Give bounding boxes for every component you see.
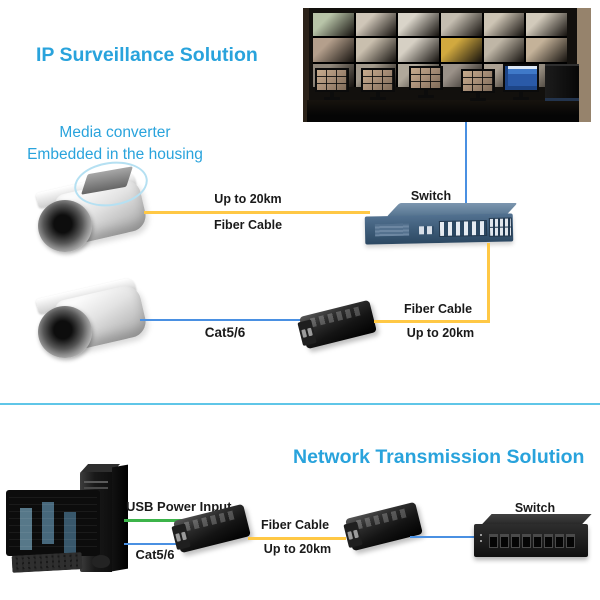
rj45-ports bbox=[488, 217, 513, 237]
media-converter-caption: Media converter Embedded in the housing bbox=[15, 122, 215, 166]
wall-screen-cell bbox=[313, 13, 354, 37]
wall-screen-cell bbox=[483, 13, 525, 37]
fiber-line-converter-switch-v bbox=[487, 243, 490, 323]
rack-switch-front bbox=[364, 213, 514, 245]
switch-label-bottom: Switch bbox=[514, 501, 556, 515]
label-up-to-20km-1: Up to 20km bbox=[214, 192, 282, 206]
section-divider bbox=[0, 403, 600, 405]
caption-line-2: Embedded in the housing bbox=[27, 146, 203, 163]
server-cabinet bbox=[545, 64, 579, 101]
video-wall-photo bbox=[303, 8, 591, 122]
camera-lens bbox=[38, 200, 92, 252]
label-up-to-20km-2: Up to 20km bbox=[406, 326, 475, 340]
pc-tower-side bbox=[112, 464, 128, 572]
desk-monitor bbox=[361, 68, 395, 100]
wall-screen-cell bbox=[526, 13, 567, 37]
caption-line-1: Media converter bbox=[59, 124, 171, 141]
network-transmission-title: Network Transmission Solution bbox=[293, 446, 585, 468]
converter-fiber-port bbox=[343, 521, 363, 549]
label-cat5-1: Cat5/6 bbox=[204, 325, 246, 340]
label-cat5-2: Cat5/6 bbox=[135, 547, 175, 562]
rj45-port bbox=[489, 533, 498, 548]
label-fiber-cable-2: Fiber Cable bbox=[403, 302, 473, 316]
wall-screen-cell bbox=[526, 38, 567, 62]
wall-screen-cell bbox=[441, 13, 482, 37]
fiber-line-camera-switch bbox=[144, 211, 370, 214]
pc-monitor-screen bbox=[9, 493, 97, 553]
rj45-port bbox=[533, 533, 542, 548]
rack-switch bbox=[363, 202, 518, 248]
control-desk bbox=[307, 100, 579, 122]
bullet-camera-2 bbox=[35, 276, 152, 366]
rj45-port bbox=[511, 533, 520, 548]
sfp-ports bbox=[438, 219, 488, 237]
label-fiber-cable-3: Fiber Cable bbox=[260, 518, 330, 532]
converter-body bbox=[343, 501, 423, 552]
rj45-port bbox=[522, 533, 531, 548]
media-converter-b bbox=[340, 498, 428, 568]
rj45-port bbox=[555, 533, 564, 548]
cat5-line-converter-switch bbox=[410, 536, 474, 538]
wall-to-switch-cable bbox=[465, 122, 467, 209]
converter-fiber-port bbox=[297, 319, 317, 347]
wall-screen-cell bbox=[355, 38, 397, 62]
fiber-line-converters bbox=[248, 537, 346, 540]
wall-screen-cell bbox=[441, 38, 482, 62]
label-usb-power: USB Power Input bbox=[126, 499, 232, 514]
pc-monitor bbox=[6, 490, 100, 556]
pc-mouse bbox=[92, 555, 110, 568]
cat5-line-camera-converter bbox=[140, 319, 303, 321]
ip-surveillance-title: IP Surveillance Solution bbox=[36, 44, 258, 66]
wall-screen-cell bbox=[313, 38, 354, 62]
converter-body bbox=[171, 503, 251, 554]
media-converter-a bbox=[168, 500, 256, 570]
cat5-line-pc-converter bbox=[124, 543, 178, 545]
wall-screen-cell bbox=[355, 13, 397, 37]
pc-keyboard bbox=[11, 552, 83, 573]
desktop-pc bbox=[2, 462, 152, 587]
wall-screen-cell bbox=[398, 38, 439, 62]
rj45-port bbox=[566, 533, 575, 548]
desk-monitor-blue bbox=[503, 64, 539, 100]
rack-faceplate bbox=[374, 223, 410, 237]
desk-monitor bbox=[315, 68, 349, 100]
fiber-line-converter-switch-h bbox=[374, 320, 490, 323]
rj45-port bbox=[500, 533, 509, 548]
desk-switch-front bbox=[474, 524, 588, 557]
wall-screen-cell bbox=[483, 38, 525, 62]
desk-switch bbox=[474, 514, 594, 566]
converter-fiber-port bbox=[171, 523, 191, 551]
desk-monitor bbox=[409, 66, 443, 98]
uplink-ports bbox=[418, 226, 435, 235]
label-up-to-20km-3: Up to 20km bbox=[263, 542, 332, 556]
converter-body bbox=[297, 299, 377, 350]
camera-lens bbox=[38, 306, 92, 358]
desk-monitor bbox=[461, 69, 495, 101]
wall-screen-cell bbox=[398, 13, 439, 37]
usb-power-line bbox=[124, 519, 182, 522]
rj45-port bbox=[544, 533, 553, 548]
bullet-camera-1 bbox=[35, 157, 152, 260]
label-fiber-cable-1: Fiber Cable bbox=[213, 218, 283, 232]
switch-label-top: Switch bbox=[410, 189, 452, 203]
media-converter-standalone bbox=[294, 296, 382, 366]
